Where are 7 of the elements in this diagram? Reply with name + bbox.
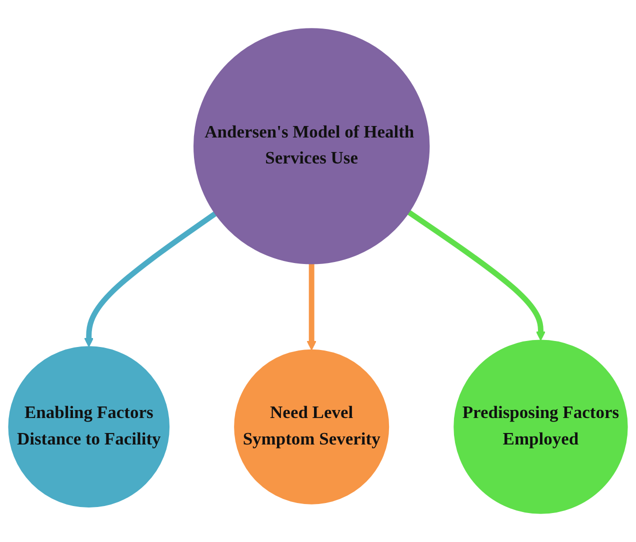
node-circle: Enabling Factors Distance to Facility [8,346,170,508]
node-circle: Need Level Symptom Severity [234,349,390,504]
arrow [84,211,217,348]
arrow [407,210,546,341]
arrow [306,264,316,350]
node-circle: Andersen's Model of Health Services Use [193,28,430,264]
node-circle: Predisposing Factors Employed [454,340,628,514]
